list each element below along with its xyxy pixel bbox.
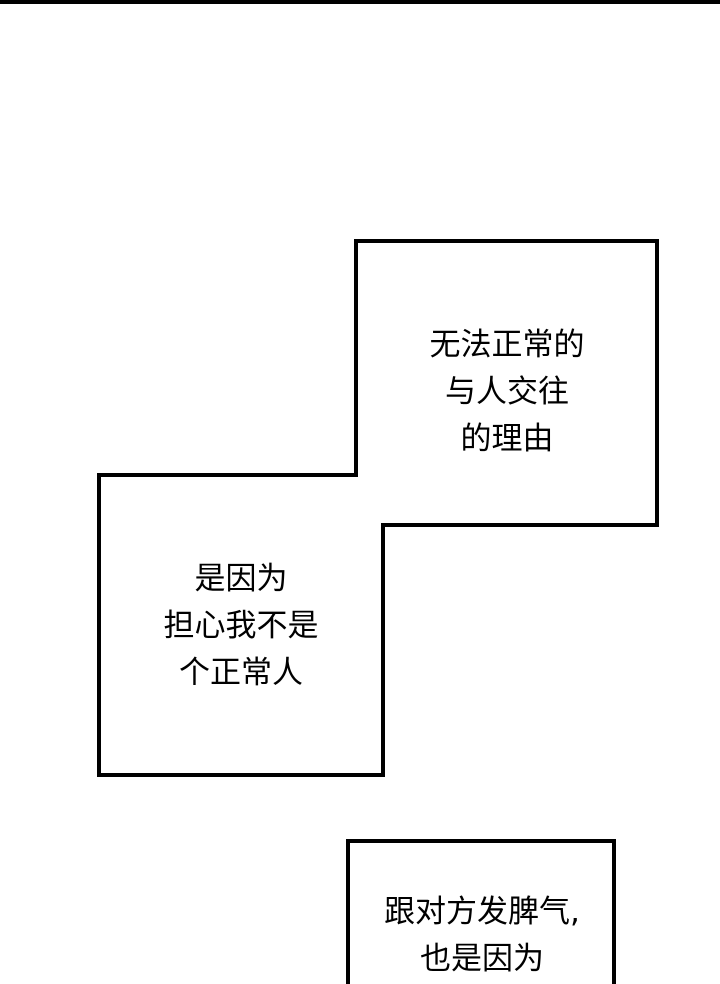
caption-line: 个正常人 <box>179 655 303 691</box>
caption-line: 是因为 <box>194 561 288 597</box>
caption-line: 担心我不是 <box>163 608 319 644</box>
caption-line: 无法正常的 <box>429 327 585 363</box>
caption-text-3: 跟对方发脾气, 也是因为 <box>350 889 614 983</box>
caption-line: 跟对方发脾气, <box>384 894 580 930</box>
caption-text-1: 无法正常的 与人交往 的理由 <box>357 322 657 463</box>
caption-box-3-outline <box>346 839 616 984</box>
top-border <box>0 0 720 4</box>
caption-line: 的理由 <box>460 421 554 457</box>
caption-text-2: 是因为 担心我不是 个正常人 <box>100 556 382 697</box>
caption-line: 与人交往 <box>445 374 569 410</box>
merged-caption-box-outline <box>97 239 659 777</box>
caption-line: 也是因为 <box>420 941 544 977</box>
